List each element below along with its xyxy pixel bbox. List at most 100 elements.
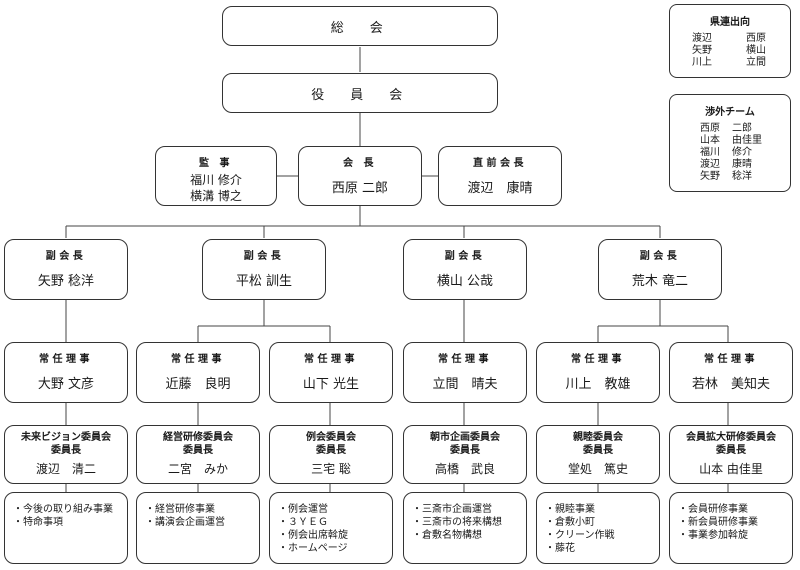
director-name: 川上 教雄	[565, 377, 631, 392]
committee-box: 朝市企画委員会 委員長 高橋 武良	[403, 425, 527, 484]
external-team-member: 矢野	[700, 171, 720, 182]
president-role: 会 長	[343, 158, 377, 169]
director-box: 常任理事 川上 教雄	[536, 342, 660, 403]
director-box: 常任理事 近藤 良明	[136, 342, 260, 403]
task-list-box: 三斎市企画運営 三斎市の将来構想 倉敷名物構想	[403, 492, 527, 564]
director-role: 常任理事	[704, 354, 758, 365]
committee-chair-name: 高橋 武良	[434, 462, 495, 476]
vice-president-role: 副会長	[639, 251, 681, 262]
director-name: 大野 文彦	[37, 377, 95, 392]
past-president-role: 直前会長	[473, 158, 527, 169]
task-list-box: 経営研修事業 講演会企画運営	[136, 492, 260, 564]
committee-box: 未来ビジョン委員会 委員長 渡辺 清二	[4, 425, 128, 484]
past-president-name: 渡辺 康晴	[467, 181, 533, 196]
external-team-member: 二郎	[732, 123, 752, 134]
task-list-box: 今後の取り組み事業 特命事項	[4, 492, 128, 564]
past-president-box: 直前会長 渡辺 康晴	[438, 146, 562, 206]
president-name: 西原 二郎	[331, 181, 389, 196]
committee-box: 会員拡大研修委員会 委員長 山本 由佳里	[669, 425, 793, 484]
committee-chair-name: 山本 由佳里	[699, 462, 763, 476]
task-item: 例会出席斡旋	[278, 529, 386, 542]
prefecture-secondment-box: 県連出向 渡辺西原 矢野横山 川上立間	[669, 4, 791, 78]
vice-president-box: 副会長 矢野 稔洋	[4, 239, 128, 300]
general-assembly-label: 総 会	[330, 20, 390, 36]
external-team-title: 渉外チーム	[705, 107, 755, 118]
external-team-member: 渡辺	[700, 159, 720, 170]
committee-name: 未来ビジョン委員会	[21, 432, 111, 443]
director-name: 立間 晴夫	[432, 377, 498, 392]
task-list-box: 親睦事業 倉敷小町 クリーン作戦 藤花	[536, 492, 660, 564]
committee-box: 例会委員会 委員長 三宅 聡	[269, 425, 393, 484]
secondment-member: 渡辺	[692, 33, 712, 44]
external-team-member: 由佳里	[732, 135, 762, 146]
task-item: 会員研修事業	[678, 503, 786, 516]
committee-name: 親睦委員会	[573, 432, 623, 443]
external-team-member: 修介	[732, 147, 752, 158]
vice-president-name: 荒木 竜二	[631, 274, 689, 289]
committee-chair-role: 委員長	[716, 445, 746, 456]
director-name: 若林 美知夫	[691, 377, 770, 392]
secondment-member: 立間	[746, 57, 766, 68]
vice-president-box: 副会長 荒木 竜二	[598, 239, 722, 300]
director-role: 常任理事	[438, 354, 492, 365]
committee-chair-role: 委員長	[183, 445, 213, 456]
committee-chair-role: 委員長	[51, 445, 81, 456]
committee-box: 経営研修委員会 委員長 二宮 みか	[136, 425, 260, 484]
vice-president-name: 平松 訓生	[235, 274, 293, 289]
task-item: 倉敷小町	[545, 516, 653, 529]
secondment-member: 西原	[746, 33, 766, 44]
director-role: 常任理事	[304, 354, 358, 365]
board-box: 役 員 会	[222, 73, 498, 113]
task-item: ３ＹＥＧ	[278, 516, 386, 529]
auditor-role: 監 事	[199, 158, 233, 169]
task-item: 三斎市の将来構想	[412, 516, 520, 529]
director-box: 常任理事 立間 晴夫	[403, 342, 527, 403]
director-name: 近藤 良明	[165, 377, 231, 392]
committee-chair-role: 委員長	[450, 445, 480, 456]
committee-chair-name: 三宅 聡	[311, 462, 351, 476]
task-item: ホームページ	[278, 542, 386, 555]
vice-president-name: 横山 公哉	[436, 274, 494, 289]
vice-president-box: 副会長 平松 訓生	[202, 239, 326, 300]
committee-name: 経営研修委員会	[163, 432, 233, 443]
external-team-box: 渉外チーム 西原二郎 山本由佳里 福川修介 渡辺康晴 矢野稔洋	[669, 94, 791, 192]
director-name: 山下 光生	[302, 377, 360, 392]
committee-name: 朝市企画委員会	[430, 432, 500, 443]
secondment-member: 矢野	[692, 45, 712, 56]
external-team-member: 康晴	[732, 159, 752, 170]
committee-name: 会員拡大研修委員会	[686, 432, 776, 443]
board-label: 役 員 会	[311, 87, 409, 103]
committee-chair-role: 委員長	[316, 445, 346, 456]
vice-president-role: 副会長	[243, 251, 285, 262]
auditor-name: 横溝 博之	[190, 189, 242, 203]
president-box: 会 長 西原 二郎	[298, 146, 422, 206]
committee-chair-name: 二宮 みか	[167, 462, 228, 476]
vice-president-role: 副会長	[444, 251, 486, 262]
vice-president-name: 矢野 稔洋	[37, 274, 95, 289]
auditor-name: 福川 修介	[190, 173, 242, 187]
auditor-box: 監 事 福川 修介 横溝 博之	[155, 146, 277, 206]
committee-chair-name: 渡辺 清二	[35, 462, 96, 476]
external-team-member: 西原	[700, 123, 720, 134]
vice-president-box: 副会長 横山 公哉	[403, 239, 527, 300]
task-item: 今後の取り組み事業	[13, 503, 121, 516]
secondment-member: 横山	[746, 45, 766, 56]
task-item: 例会運営	[278, 503, 386, 516]
task-list-box: 会員研修事業 新会員研修事業 事業参加斡旋	[669, 492, 793, 564]
task-list-box: 例会運営 ３ＹＥＧ 例会出席斡旋 ホームページ	[269, 492, 393, 564]
director-box: 常任理事 大野 文彦	[4, 342, 128, 403]
external-team-member: 稔洋	[732, 171, 752, 182]
task-item: 経営研修事業	[145, 503, 253, 516]
task-item: 講演会企画運営	[145, 516, 253, 529]
task-item: 事業参加斡旋	[678, 529, 786, 542]
task-item: 新会員研修事業	[678, 516, 786, 529]
committee-box: 親睦委員会 委員長 堂処 篤史	[536, 425, 660, 484]
task-item: クリーン作戦	[545, 529, 653, 542]
secondment-member: 川上	[692, 57, 712, 68]
task-item: 特命事項	[13, 516, 121, 529]
director-role: 常任理事	[171, 354, 225, 365]
task-item: 三斎市企画運営	[412, 503, 520, 516]
director-box: 常任理事 山下 光生	[269, 342, 393, 403]
committee-chair-role: 委員長	[583, 445, 613, 456]
